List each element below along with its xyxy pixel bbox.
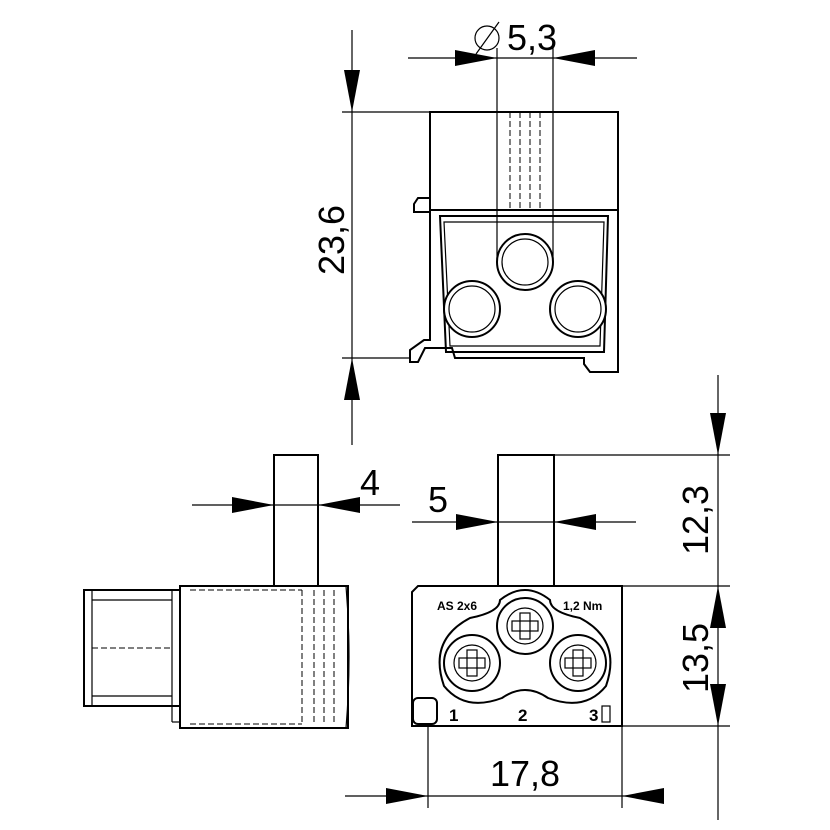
bore-right <box>549 280 607 338</box>
dim-top-height: 23,6 <box>311 30 430 445</box>
dim-pin-front: 5 <box>412 479 636 530</box>
port-label-2: 2 <box>518 706 527 725</box>
dim-vertical-chain: 12,3 13,5 <box>554 375 730 820</box>
dim-label-pin-length: 12,3 <box>675 485 716 555</box>
screw-center <box>496 597 554 655</box>
bore-center <box>496 233 554 291</box>
dim-label-pin-side: 4 <box>360 462 380 503</box>
top-view <box>409 111 619 373</box>
dim-label-body-height: 13,5 <box>675 623 716 693</box>
dim-label-bore: 5,3 <box>507 17 557 58</box>
side-view <box>83 454 350 729</box>
dim-bore-diameter: 5,3 <box>408 17 637 262</box>
bore-left <box>443 280 501 338</box>
diameter-icon <box>474 25 500 51</box>
marking-torque: 1,2 Nm <box>563 599 602 613</box>
dim-label-pin-front: 5 <box>428 479 448 520</box>
port-label-1: 1 <box>449 706 458 725</box>
dim-label-top-height: 23,6 <box>311 205 352 275</box>
screw-right <box>549 634 607 692</box>
marking-wire-size: AS 2x6 <box>437 599 477 613</box>
dim-pin-side: 4 <box>192 462 400 513</box>
dim-body-width: 17,8 <box>345 726 664 808</box>
port-label-3: 3 <box>589 706 598 725</box>
dim-label-body-width: 17,8 <box>490 753 560 794</box>
screw-left <box>443 634 501 692</box>
